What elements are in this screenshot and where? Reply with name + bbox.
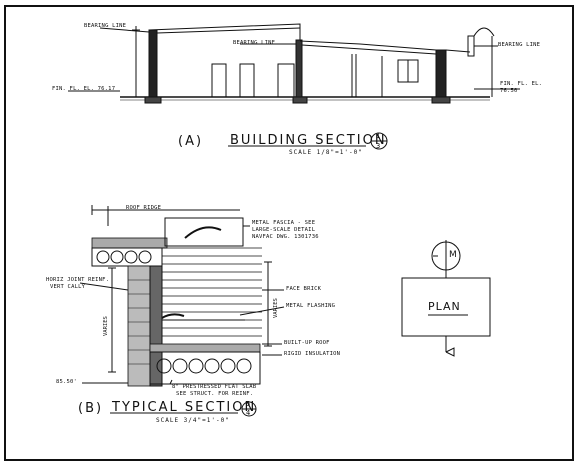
- bearing-line-mid-label: BEARING LINE: [233, 40, 276, 46]
- joint-reinf-label-1: HORIZ JOINT REINF.: [46, 277, 110, 283]
- roof-ridge-label: ROOF RIDGE: [126, 205, 162, 211]
- built-up-roof-label: BUILT-UP ROOF: [284, 340, 330, 346]
- face-brick-label: FACE BRICK: [286, 286, 322, 292]
- section-b-ref-den: 4: [246, 409, 251, 417]
- section-b-ref-num: 5: [246, 400, 251, 408]
- varies-right-label: VARIES: [273, 298, 279, 318]
- fin-floor-right-label-1: FIN. FL. EL.: [500, 81, 543, 87]
- fascia-label-2: LARGE-SCALE DETAIL: [252, 227, 316, 233]
- fin-floor-right-label-2: 76.50: [500, 88, 518, 94]
- typical-section-b: [79, 205, 285, 417]
- varies-left-label: VARIES: [103, 316, 109, 336]
- section-a-ref-num: 1: [376, 132, 381, 140]
- joint-reinf-label-2: VERT CALLY: [50, 284, 86, 290]
- fascia-label-1: METAL FASCIA - SEE: [252, 220, 316, 226]
- drawing-sheet: [4, 5, 574, 461]
- section-a-ref-den: 3: [376, 142, 381, 150]
- building-section-a: [68, 23, 520, 150]
- fin-floor-left-label: FIN. FL. EL. 76.17: [52, 86, 116, 92]
- section-a-letter: (A): [178, 134, 204, 149]
- section-b-scale: SCALE 3/4"=1'-0": [156, 417, 230, 424]
- bearing-line-left-label: BEARING LINE: [84, 23, 127, 29]
- section-b-title: TYPICAL SECTION: [112, 400, 257, 415]
- rigid-insulation-label: RIGID INSULATION: [284, 351, 341, 357]
- plan-label: PLAN: [428, 300, 461, 313]
- section-a-scale: SCALE 1/8"=1'-0": [289, 149, 363, 156]
- section-a-title: BUILDING SECTION: [230, 133, 387, 148]
- section-b-letter: (B): [78, 401, 104, 416]
- bearing-line-right-label: BEARING LINE: [498, 42, 541, 48]
- plan-symbol: [401, 240, 491, 357]
- elevation-label: 85.50': [56, 379, 78, 385]
- fascia-label-3: NAVFAC DWG. 1301736: [252, 234, 319, 240]
- metal-flashing-label: METAL FLASHING: [286, 303, 336, 309]
- slab-label-1: 8" PRESTRESSED FLAT SLAB: [172, 384, 257, 390]
- plan-north-symbol: M: [449, 250, 457, 260]
- slab-label-2: SEE STRUCT. FOR REINF.: [176, 391, 254, 397]
